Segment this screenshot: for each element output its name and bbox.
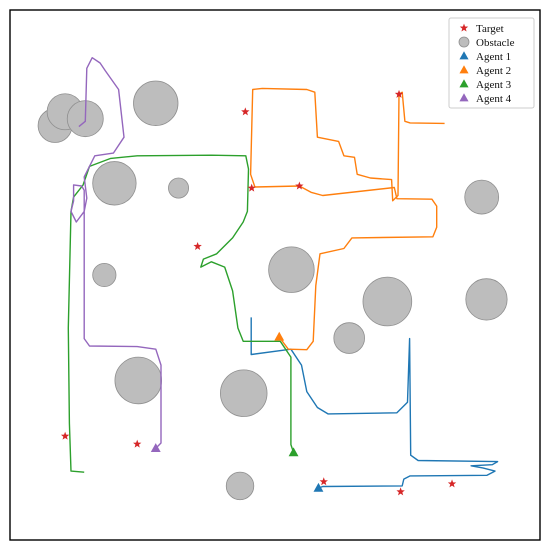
obstacle-13: [464, 179, 500, 215]
legend-label-agent-3: Agent 3: [476, 79, 512, 91]
obstacle-15: [225, 471, 255, 501]
target-10: [447, 479, 457, 488]
target-8: [319, 477, 328, 486]
obstacle-8: [268, 246, 315, 293]
obstacle-12: [220, 369, 268, 417]
agent-4-start-marker: [150, 443, 161, 452]
obstacle-1: [133, 80, 179, 126]
legend-swatch-agent-1: [459, 51, 469, 60]
obstacle-9: [362, 276, 413, 327]
legend-swatches: [458, 23, 470, 102]
legend-swatch-obstacle: [458, 36, 470, 48]
legend-label-agent-1: Agent 1: [476, 51, 511, 63]
agent-4-path: [70, 57, 162, 449]
legend-swatch-agent-3: [459, 79, 469, 88]
legend-label-target: Target: [476, 23, 504, 35]
legend-box: [448, 17, 535, 109]
target-3: [247, 183, 256, 192]
legend: Target Obstacle Agent 1 Agent 2 Agent 3 …: [448, 17, 535, 109]
agent-3-start-marker: [288, 447, 299, 457]
target-2: [394, 89, 404, 98]
agent-start-layer: [150, 331, 324, 492]
legend-swatch-agent-2: [459, 65, 469, 74]
target-layer: [60, 89, 457, 496]
target-7: [133, 439, 142, 448]
target-6: [60, 431, 70, 440]
obstacle-layer: [37, 80, 508, 501]
agent-1-start-marker: [313, 482, 324, 492]
obstacle-14: [465, 278, 508, 321]
legend-swatch-target: [459, 23, 469, 32]
legend-swatch-agent-4: [459, 93, 469, 102]
obstacle-10: [333, 322, 365, 354]
agent-path-layer: [67, 57, 499, 489]
obstacle-7: [92, 262, 117, 288]
legend-label-obstacle: Obstacle: [476, 37, 515, 49]
legend-label-agent-2: Agent 2: [476, 65, 511, 77]
obstacle-6: [168, 177, 190, 199]
agent-2-path: [249, 87, 445, 351]
agent-2-start-marker: [274, 331, 285, 341]
legend-label-agent-4: Agent 4: [476, 93, 512, 105]
obstacle-5: [92, 161, 137, 206]
target-4: [295, 181, 304, 190]
agent-1-path: [250, 317, 499, 489]
obstacle-11: [114, 356, 162, 405]
target-9: [396, 487, 405, 496]
target-5: [193, 241, 202, 250]
target-1: [241, 107, 250, 116]
